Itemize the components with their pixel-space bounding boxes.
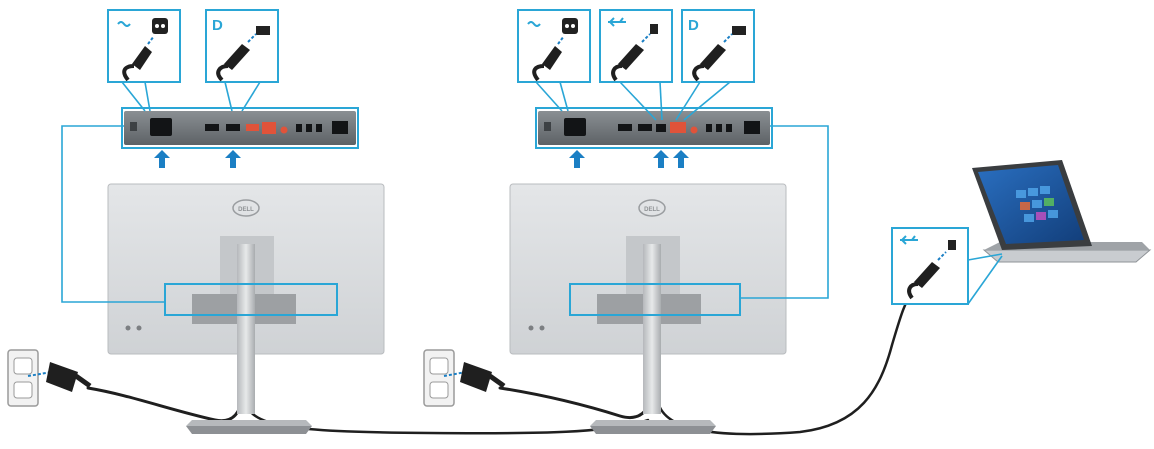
- power-cable-1: [86, 386, 245, 423]
- stand-base-top: [590, 420, 716, 426]
- laptop-base: [982, 249, 1152, 263]
- power-port: [564, 118, 586, 136]
- dell-logo: DELL: [232, 199, 260, 217]
- displayport-icon: D: [212, 17, 270, 82]
- wall-outlet-1: [7, 349, 92, 407]
- dell-logo: DELL: [638, 199, 666, 217]
- leader-line: [61, 125, 165, 303]
- svg-text:DELL: DELL: [644, 207, 660, 213]
- monitor-1: DELL: [61, 9, 385, 434]
- power-callout: [517, 9, 591, 112]
- arrows: [154, 150, 241, 168]
- laptop-screen: [978, 165, 1084, 244]
- svg-text:D: D: [688, 17, 699, 34]
- up-arrow: [653, 150, 669, 168]
- stand-neck: [237, 244, 255, 414]
- power-callout: [107, 9, 181, 112]
- security-slot-icon: [528, 325, 534, 331]
- stand-base: [590, 426, 716, 434]
- usb-icon: [608, 17, 658, 82]
- usb-callout: [891, 227, 1003, 305]
- stand-neck: [643, 244, 661, 414]
- power-plug-icon: [460, 362, 492, 392]
- port-highlight-box: [164, 283, 338, 316]
- wall-outlet-2: [423, 349, 506, 407]
- usb-icon: [900, 235, 956, 300]
- displayport-icon: D: [688, 17, 746, 82]
- button-icon: [539, 325, 545, 331]
- rear-panel-ports: [544, 118, 760, 136]
- monitor-2: DELL: [509, 9, 829, 434]
- up-arrow: [673, 150, 689, 168]
- ac-power-icon: [117, 18, 168, 82]
- dp-in-port: [226, 124, 240, 131]
- rear-panel-ports: [130, 118, 348, 136]
- power-cable-2: [498, 386, 654, 419]
- hdmi-port: [618, 124, 632, 131]
- power-port: [150, 118, 172, 136]
- laptop: [972, 160, 1152, 263]
- dp-out-port: [670, 122, 686, 133]
- arrows: [569, 150, 689, 168]
- dp-out-port: [246, 124, 259, 131]
- up-arrow: [569, 150, 585, 168]
- hdmi-port: [205, 124, 219, 131]
- svg-text:DELL: DELL: [238, 207, 254, 213]
- svg-text:D: D: [212, 17, 223, 34]
- up-arrow: [154, 150, 170, 168]
- dp-in-port: [638, 124, 652, 131]
- usbc-port: [262, 122, 276, 134]
- stand-base-top: [186, 420, 312, 426]
- displayport-callout: D: [675, 9, 755, 121]
- power-plug-icon: [46, 362, 78, 392]
- security-slot-icon: [125, 325, 131, 331]
- leader-line: [740, 125, 829, 299]
- usb-upstream-port: [656, 124, 666, 132]
- usb-callout: [599, 9, 673, 121]
- rear-panel: [538, 111, 770, 145]
- displayport-callout: D: [205, 9, 279, 112]
- rear-panel-frame: [121, 107, 359, 149]
- rear-panel-frame: [535, 107, 773, 149]
- port-highlight-box: [569, 283, 741, 316]
- ac-power-icon: [527, 18, 578, 82]
- stand-base: [186, 426, 312, 434]
- button-icon: [136, 325, 142, 331]
- start-tiles: [1016, 186, 1058, 222]
- up-arrow: [225, 150, 241, 168]
